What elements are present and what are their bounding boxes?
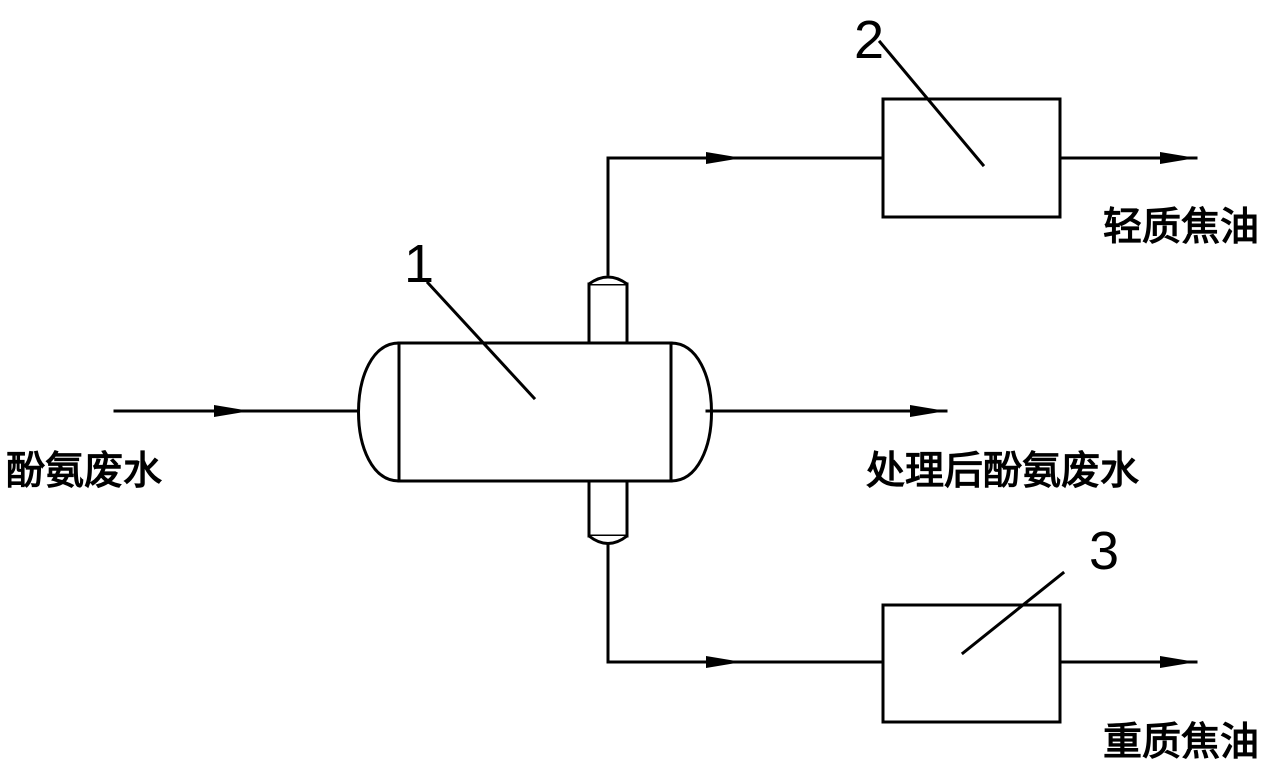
light-oil-line-arrow-icon	[706, 152, 742, 164]
heavy-oil-label: 重质焦油	[1103, 720, 1259, 765]
separator-right-head	[669, 341, 713, 483]
light-oil-label: 轻质焦油	[1103, 205, 1259, 250]
heavy-oil-product-arrow-icon	[1160, 656, 1196, 668]
callout-3-number: 3	[1089, 521, 1119, 581]
light-oil-product-arrow-icon	[1160, 152, 1196, 164]
callout-3-leader	[960, 570, 1066, 656]
light-oil-tank	[881, 97, 1062, 219]
inlet-arrow-icon	[214, 405, 250, 417]
inlet-stream	[113, 405, 364, 417]
callout-2-number: 2	[854, 10, 884, 70]
treated-water-stream	[705, 405, 948, 417]
light-oil-line	[606, 152, 885, 276]
light-oil-product-stream	[1058, 152, 1198, 164]
callout-1-leader	[425, 280, 537, 401]
separator-body	[397, 341, 673, 483]
bottom-collector-boot	[587, 479, 629, 545]
separator-left-head	[357, 341, 401, 483]
callout-1-number: 1	[404, 234, 434, 294]
treated-water-label: 处理后酚氨废水	[865, 449, 1140, 494]
treated-water-arrow-icon	[910, 405, 946, 417]
callout-2-leader	[877, 39, 986, 168]
top-collector-dome	[587, 275, 629, 345]
heavy-oil-line-arrow-icon	[706, 656, 742, 668]
inlet-label: 酚氨废水	[6, 449, 163, 494]
heavy-oil-tank	[881, 603, 1062, 724]
heavy-oil-line	[606, 544, 885, 668]
separator-vessel	[357, 275, 713, 545]
heavy-oil-product-stream	[1058, 656, 1198, 668]
